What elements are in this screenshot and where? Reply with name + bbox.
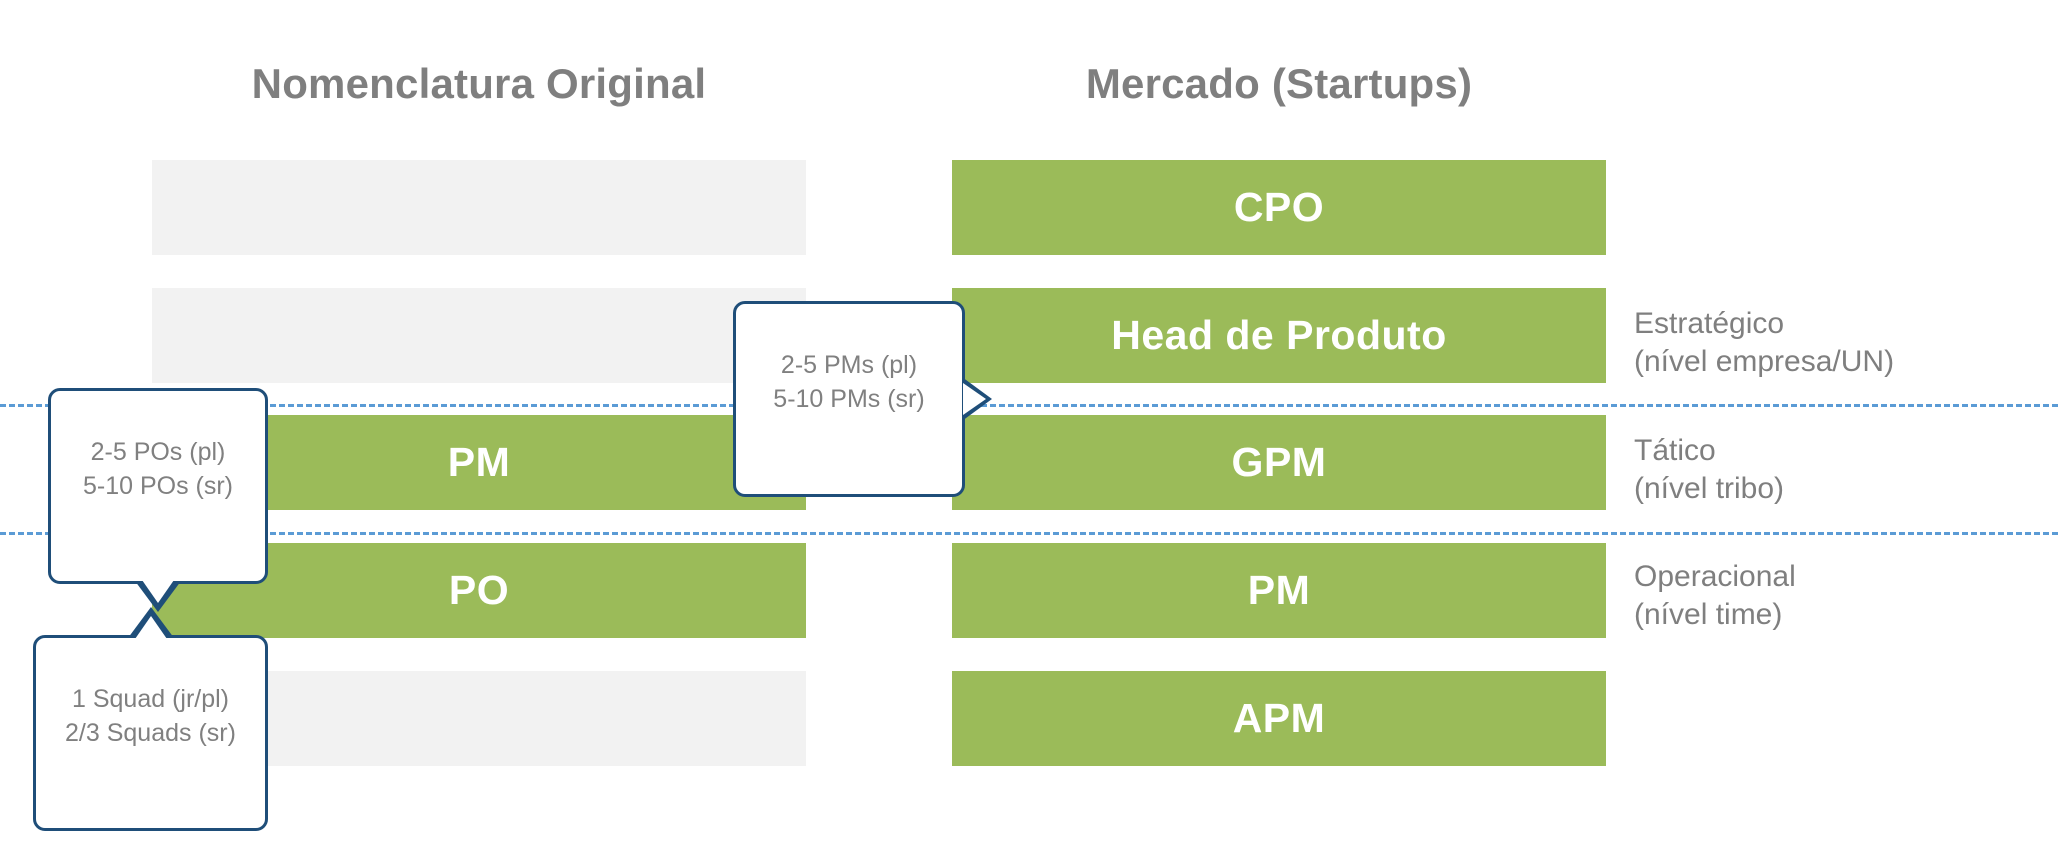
divider-strategic-tactical [0, 404, 2058, 407]
bar-right-apm[interactable]: APM [952, 671, 1606, 766]
callout-pos-text: 2-5 POs (pl) 5-10 POs (sr) [82, 438, 234, 500]
callout-tail-right-fill-icon [963, 383, 986, 416]
callout-pms-text: 2-5 PMs (pl) 5-10 PMs (sr) [773, 351, 925, 413]
level-label-operacional: Operacional (nível time) [1634, 560, 1796, 631]
bar-right-head-de-produto[interactable]: Head de Produto [952, 288, 1606, 383]
callout-tail-up-fill-icon [134, 616, 167, 639]
column-title-original: Nomenclatura Original [251, 60, 707, 107]
bar-right-head-de-produto-label: Head de Produto [1111, 312, 1447, 358]
bar-left-1[interactable] [152, 288, 806, 383]
column-title-market: Mercado (Startups) [1085, 60, 1473, 107]
bar-right-gpm[interactable]: GPM [952, 415, 1606, 510]
bar-right-pm-label: PM [1247, 567, 1311, 613]
bar-right-pm[interactable]: PM [952, 543, 1606, 638]
callout-squads-count[interactable]: 1 Squad (jr/pl) 2/3 Squads (sr) [33, 607, 268, 832]
bar-right-cpo[interactable]: CPO [952, 160, 1606, 255]
level-label-tatico: Tático (nível tribo) [1634, 434, 1785, 505]
callout-squads-text: 1 Squad (jr/pl) 2/3 Squads (sr) [65, 685, 236, 747]
bar-right-cpo-label: CPO [1233, 184, 1325, 230]
bar-left-0[interactable] [152, 160, 806, 255]
bar-right-apm-label: APM [1232, 695, 1326, 741]
callout-pms-count[interactable]: 2-5 PMs (pl) 5-10 PMs (sr) [733, 301, 992, 498]
bar-left-pm-label: PM [447, 439, 511, 485]
bar-left-po-label: PO [448, 567, 510, 613]
callout-pos-count[interactable]: 2-5 POs (pl) 5-10 POs (sr) [48, 388, 268, 613]
level-label-estrategico: Estratégico (nível empresa/UN) [1634, 307, 1895, 378]
divider-tactical-operational [0, 532, 2058, 535]
bar-right-gpm-label: GPM [1231, 439, 1327, 485]
callout-tail-down-fill-icon [142, 580, 174, 604]
